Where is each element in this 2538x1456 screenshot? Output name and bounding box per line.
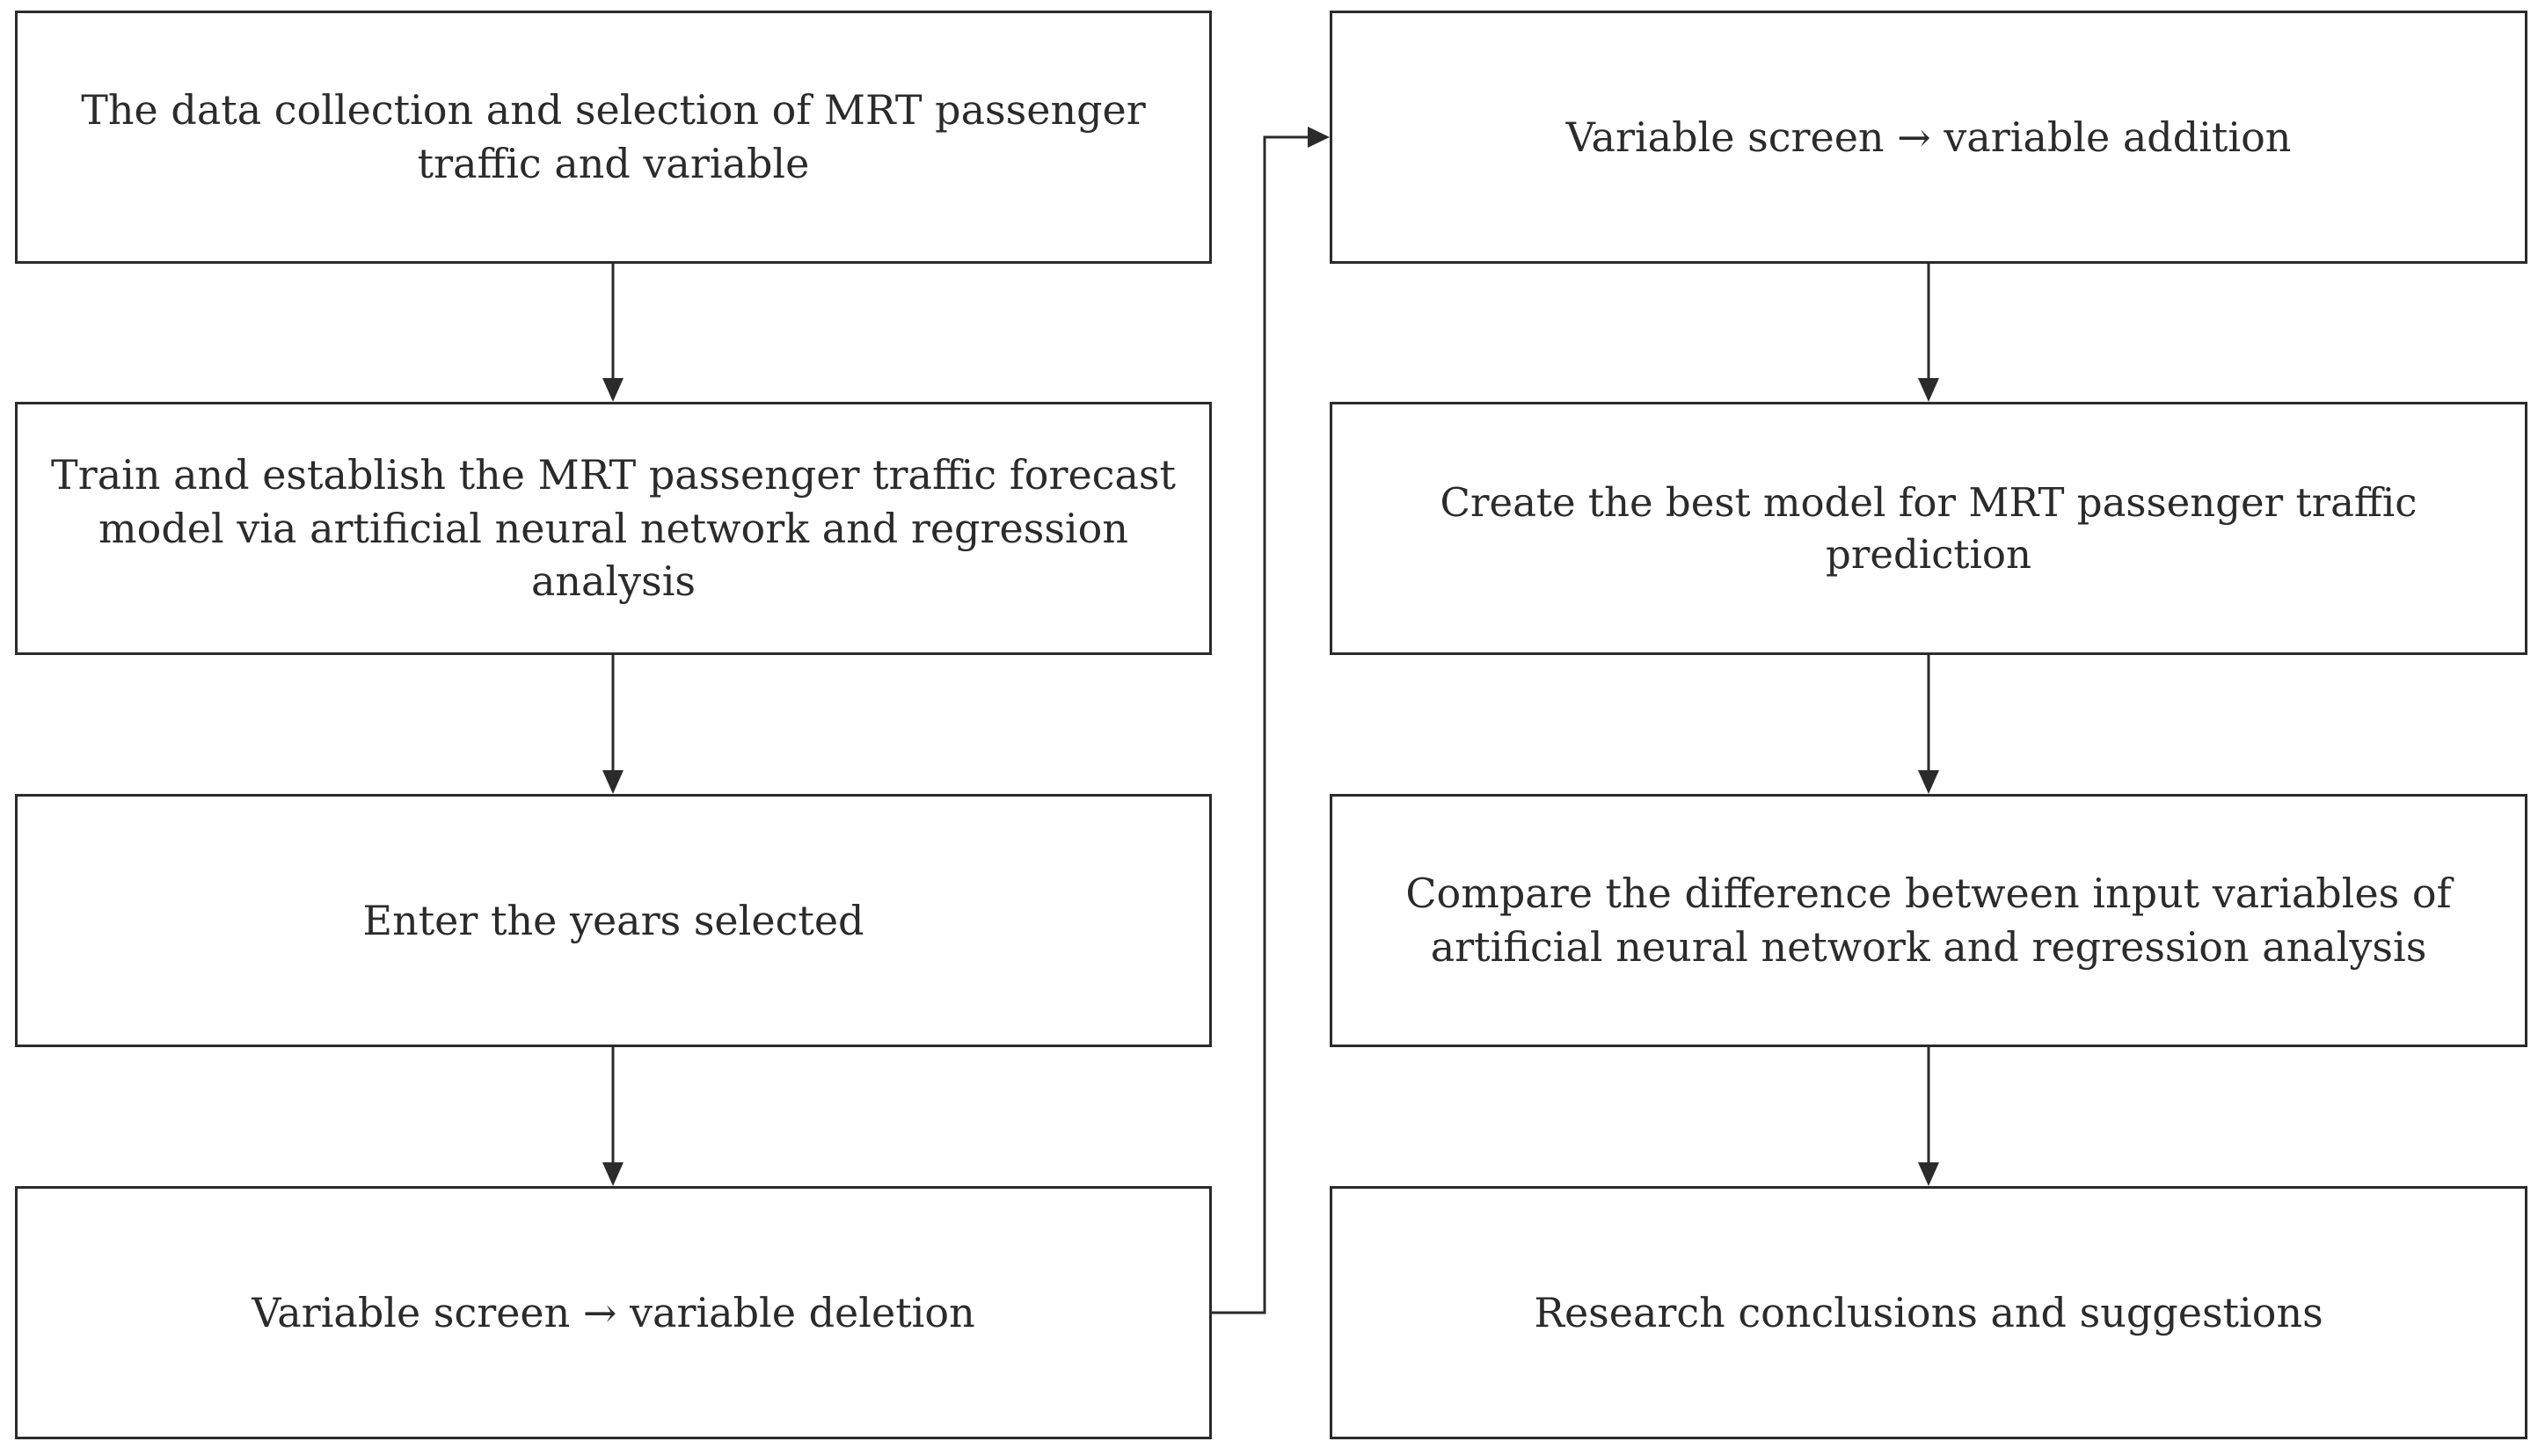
flow-step-5-label: Variable screen → variable addition <box>1565 113 2292 161</box>
flow-step-3: Enter the years selected <box>15 794 1212 1047</box>
flow-step-8-label: Research conclusions and suggestions <box>1534 1288 2323 1336</box>
flow-step-6: Create the best model for MRT passenger … <box>1330 402 2527 655</box>
edge-step4-step5 <box>1212 135 1308 1314</box>
flow-step-7-label: Compare the difference between input var… <box>1405 870 2452 971</box>
flow-step-6-label: Create the best model for MRT passenger … <box>1440 478 2418 578</box>
flow-step-7: Compare the difference between input var… <box>1330 794 2527 1047</box>
edge-step4-step5-head <box>1308 127 1330 148</box>
edge-step7-step8-head <box>1918 1162 1939 1186</box>
flow-step-1-label: The data collection and selection of MRT… <box>81 86 1146 187</box>
flow-step-5: Variable screen → variable addition <box>1330 11 2527 264</box>
edge-step1-step2-head <box>602 378 624 402</box>
flow-step-1: The data collection and selection of MRT… <box>15 11 1212 264</box>
flow-step-4-label: Variable screen → variable deletion <box>252 1288 975 1336</box>
edge-step6-step7-head <box>1918 770 1939 794</box>
edge-step3-step4-head <box>602 1162 624 1186</box>
flow-step-3-label: Enter the years selected <box>362 896 864 944</box>
flow-step-2: Train and establish the MRT passenger tr… <box>15 402 1212 655</box>
edge-step2-step3-head <box>602 770 624 794</box>
edge-step5-step6-head <box>1918 378 1939 402</box>
flow-step-8: Research conclusions and suggestions <box>1330 1186 2527 1439</box>
flow-step-4: Variable screen → variable deletion <box>15 1186 1212 1439</box>
flow-step-2-label: Train and establish the MRT passenger tr… <box>51 450 1176 606</box>
